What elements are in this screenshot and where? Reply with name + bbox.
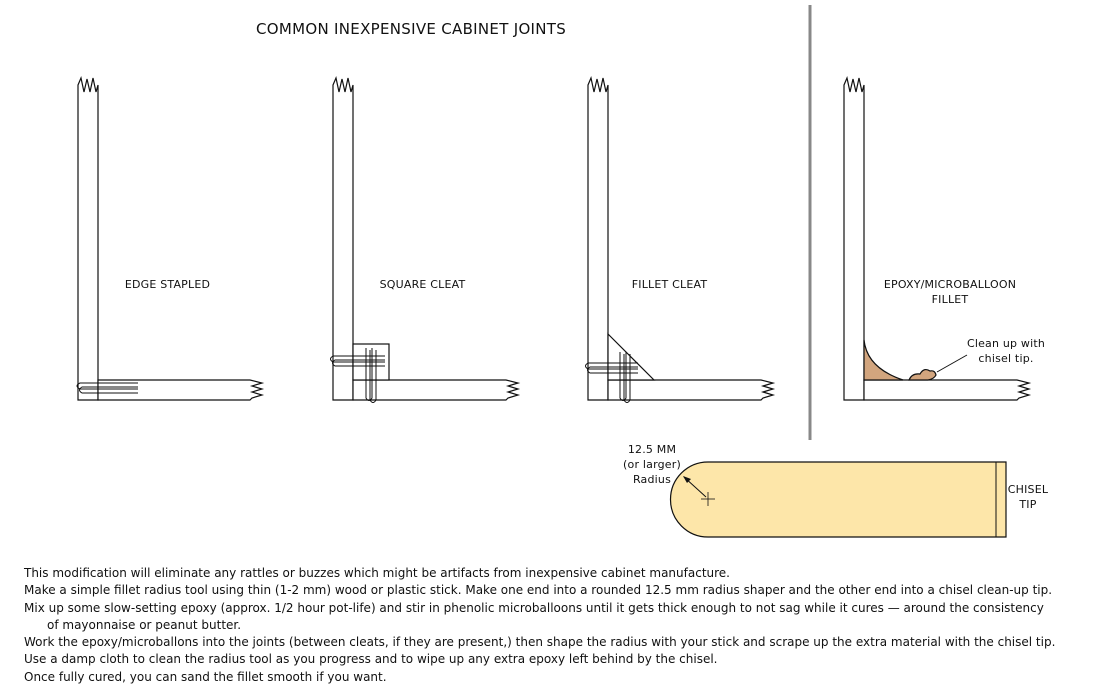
cleanup-line2: chisel tip. [978, 352, 1034, 365]
radius-annotation: 12.5 MM (or larger) Radius [612, 442, 692, 487]
horizontal-panel [352, 379, 521, 401]
center-mark [701, 492, 715, 506]
tool-body [669, 461, 1007, 538]
epoxy-fillet [863, 339, 904, 381]
radius-line1: 12.5 MM [627, 443, 677, 456]
chisel-line1: CHISEL [1007, 483, 1049, 496]
note-line: Make a simple fillet radius tool using t… [24, 583, 1053, 598]
radius-arrowhead [683, 476, 691, 483]
joint-epoxy-fillet [843, 76, 1032, 401]
label-epoxy-line1: EPOXY/MICROBALLOON [883, 278, 1017, 291]
vertical-panel [843, 76, 865, 401]
cleanup-annotation: Clean up with chisel tip. [960, 336, 1052, 366]
chisel-line2: TIP [1019, 498, 1037, 511]
label-epoxy-line2: FILLET [931, 293, 969, 306]
horizontal-panel [97, 379, 265, 401]
diagram-title: COMMON INEXPENSIVE CABINET JOINTS [256, 20, 567, 38]
pointer-line [936, 354, 968, 373]
excess-epoxy [908, 368, 937, 381]
vertical-panel [77, 76, 99, 401]
staples [585, 352, 638, 403]
radius-line2: (or larger) [623, 458, 681, 471]
label-epoxy-fillet: EPOXY/MICROBALLOON FILLET [870, 277, 1030, 307]
vertical-panel [587, 76, 609, 401]
note-line: of mayonnaise or peanut butter. [47, 617, 242, 632]
chisel-tip-annotation: CHISEL TIP [1004, 482, 1052, 512]
label-fillet-cleat: FILLET CLEAT [631, 278, 708, 291]
cleanup-line1: Clean up with [966, 337, 1046, 350]
note-line: Once fully cured, you can sand the fille… [24, 669, 387, 684]
joint-edge-stapled [76, 76, 265, 401]
note-line: Work the epoxy/microballons into the joi… [24, 635, 1056, 650]
joint-square-cleat [330, 76, 521, 403]
note-line: Mix up some slow-setting epoxy (approx. … [24, 600, 1044, 615]
label-square-cleat: SQUARE CLEAT [379, 278, 466, 291]
radius-line3: Radius [632, 473, 672, 486]
staple [76, 382, 138, 394]
note-line: This modification will eliminate any rat… [24, 566, 730, 580]
staples [330, 348, 385, 403]
note-line: Use a damp cloth to clean the radius too… [24, 652, 718, 667]
horizontal-panel [607, 379, 776, 401]
label-edge-stapled: EDGE STAPLED [124, 278, 211, 291]
joint-fillet-cleat [585, 76, 776, 403]
vertical-panel [332, 76, 354, 401]
horizontal-panel [863, 379, 1032, 401]
instructions: This modification will eliminate any rat… [24, 565, 1089, 686]
radius-tool [669, 461, 1007, 538]
